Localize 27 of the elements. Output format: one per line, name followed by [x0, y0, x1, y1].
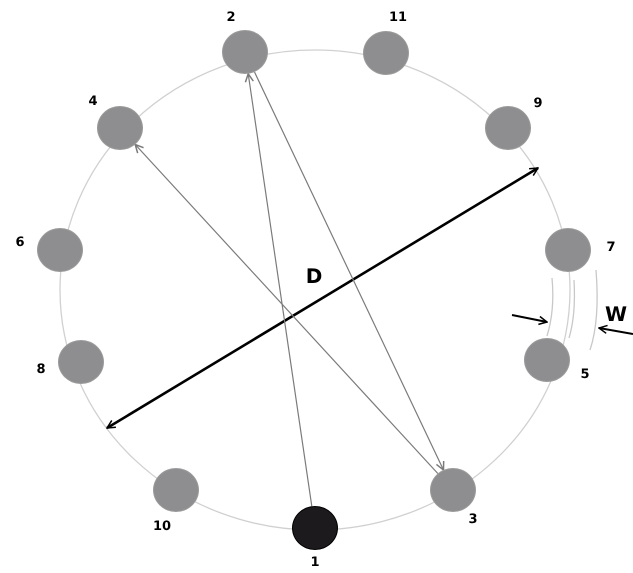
- circle-node: [292, 506, 338, 550]
- node-number: 6: [15, 236, 25, 250]
- circle-node: [58, 340, 104, 384]
- circle-node: [524, 338, 570, 382]
- node-number: 4: [88, 95, 98, 109]
- node-number: 9: [533, 97, 543, 111]
- dimension-label: W: [604, 303, 628, 325]
- node-number: 2: [226, 11, 236, 25]
- circle-node: [97, 106, 143, 150]
- node-number: 11: [388, 11, 408, 25]
- arrow: [244, 73, 312, 506]
- node-number: 7: [606, 241, 616, 255]
- dimension-label: D: [306, 265, 322, 287]
- arrow: [134, 144, 438, 474]
- circle-node: [545, 228, 591, 272]
- node-number: 10: [152, 520, 172, 534]
- circle-node: [363, 31, 409, 75]
- circle-node: [37, 228, 83, 272]
- arrow: [254, 72, 444, 471]
- circle-node: [153, 468, 199, 512]
- circle-node: [430, 468, 476, 512]
- circle-node: [485, 106, 531, 150]
- node-number: 5: [580, 368, 590, 382]
- node-number: 8: [36, 363, 46, 377]
- node-number: 3: [468, 513, 478, 527]
- node-number: 1: [310, 556, 320, 570]
- circle-node: [222, 30, 268, 74]
